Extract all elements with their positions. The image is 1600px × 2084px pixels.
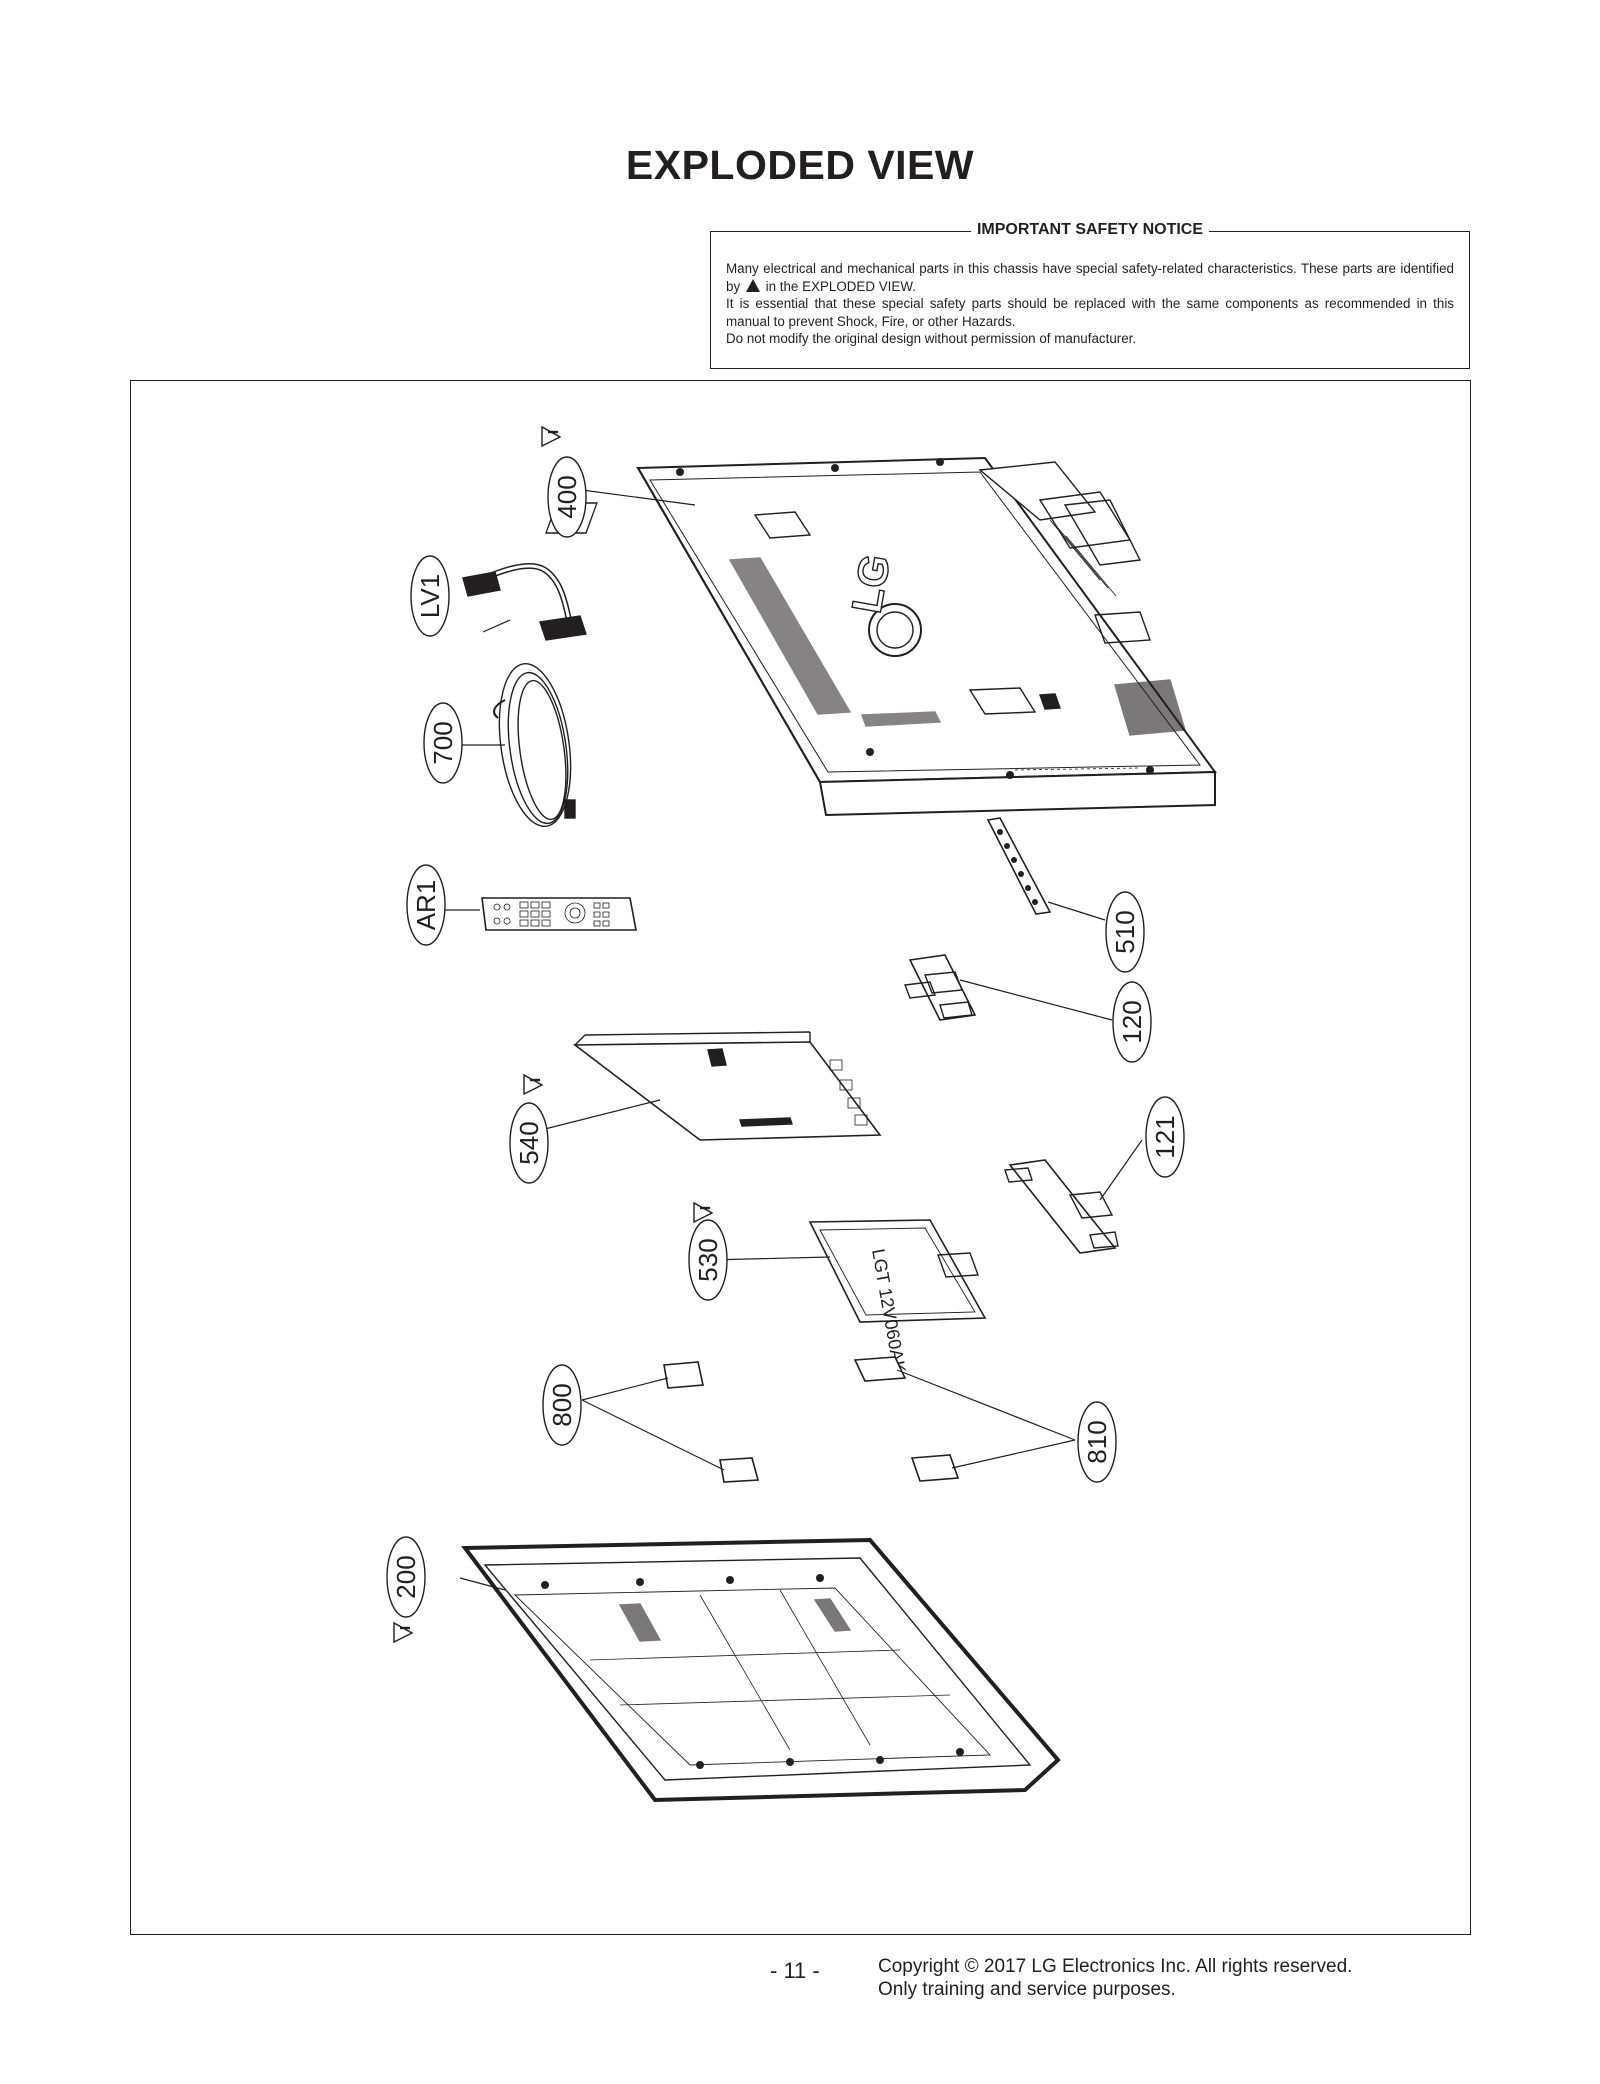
callout-ellipse	[509, 1102, 549, 1184]
safety-notice-body: Many electrical and mechanical parts in …	[726, 260, 1454, 348]
callout-ellipse	[410, 555, 450, 637]
part-brackets-800	[663, 1361, 760, 1483]
exploded-view-frame	[130, 380, 1471, 1935]
safety-notice-box: IMPORTANT SAFETY NOTICE Many electrical …	[710, 221, 1470, 369]
callout-ellipse	[1145, 1096, 1185, 1178]
safety-notice-line-1b: in the EXPLODED VIEW.	[765, 278, 916, 294]
callout-ellipse	[1077, 1401, 1117, 1483]
part-lvds-cable	[462, 562, 587, 641]
safety-warning-icon	[541, 425, 562, 448]
part-power-module: LGT 12V060AK	[808, 1219, 987, 1375]
callout-ellipse	[423, 702, 463, 784]
back-cover-logo: LG	[843, 551, 899, 617]
part-key-controller	[986, 817, 1052, 915]
callout-810: 810	[1077, 1401, 1117, 1483]
footer-copyright: Copyright © 2017 LG Electronics Inc. All…	[878, 1955, 1352, 2001]
callout-400: 400	[541, 425, 587, 538]
callout-120: 120	[1112, 981, 1152, 1063]
safety-notice-title: IMPORTANT SAFETY NOTICE	[970, 221, 1210, 238]
callout-700: 700	[423, 702, 463, 784]
part-stand-bracket-left	[904, 954, 977, 1021]
callout-label-800: 800	[547, 1383, 577, 1426]
callout-label-700: 700	[428, 721, 458, 764]
callout-label-200: 200	[391, 1555, 421, 1598]
callout-ellipse	[688, 1219, 728, 1301]
callout-ellipse	[1105, 891, 1145, 973]
callout-label-121: 121	[1150, 1115, 1180, 1158]
callout-label-540: 540	[514, 1121, 544, 1164]
page-number: - 11 -	[770, 1958, 820, 1983]
callout-121: 121	[1145, 1096, 1185, 1178]
part-brackets-810	[853, 1356, 960, 1482]
part-power-cord	[493, 662, 576, 828]
safety-notice-line-1: Many electrical and mechanical parts in …	[726, 261, 1454, 294]
part-front-panel	[461, 1537, 1061, 1803]
safety-warning-icon	[393, 1621, 414, 1644]
page-title: EXPLODED VIEW	[625, 142, 975, 188]
callout-ellipse	[542, 1364, 582, 1446]
callout-lv1: LV1	[410, 555, 450, 637]
callout-label-120: 120	[1117, 1000, 1147, 1043]
callout-800: 800	[542, 1364, 582, 1446]
callout-label-ar1: AR1	[411, 880, 441, 931]
callout-label-810: 810	[1082, 1420, 1112, 1463]
purpose-line: Only training and service purposes.	[878, 1979, 1176, 2000]
leader-lines	[440, 489, 1143, 1591]
callout-540: 540	[509, 1073, 549, 1184]
part-remote-control	[481, 897, 637, 931]
part-main-board	[572, 1031, 882, 1141]
part-stand-bracket-right	[1004, 1159, 1119, 1254]
callout-ar1: AR1	[406, 864, 446, 946]
copyright-line: Copyright © 2017 LG Electronics Inc. All…	[878, 1956, 1353, 1977]
callout-ellipse	[547, 456, 587, 538]
callout-label-lv1: LV1	[415, 574, 445, 618]
safety-notice-line-3: Do not modify the original design withou…	[726, 331, 1137, 346]
callout-ellipse	[406, 864, 446, 946]
safety-warning-icon	[523, 1073, 544, 1096]
callout-label-510: 510	[1110, 910, 1140, 953]
callout-200: 200	[386, 1536, 426, 1644]
warning-triangle-icon	[745, 278, 760, 292]
callout-510: 510	[1105, 891, 1145, 973]
callout-530: 530	[688, 1201, 728, 1301]
callout-ellipse	[1112, 981, 1152, 1063]
part-back-cover: LG	[545, 456, 1217, 817]
callout-label-530: 530	[693, 1238, 723, 1281]
safety-warning-icon	[693, 1201, 714, 1224]
safety-notice-line-2: It is essential that these special safet…	[726, 296, 1454, 329]
callout-label-400: 400	[552, 475, 582, 518]
callout-ellipse	[386, 1536, 426, 1618]
